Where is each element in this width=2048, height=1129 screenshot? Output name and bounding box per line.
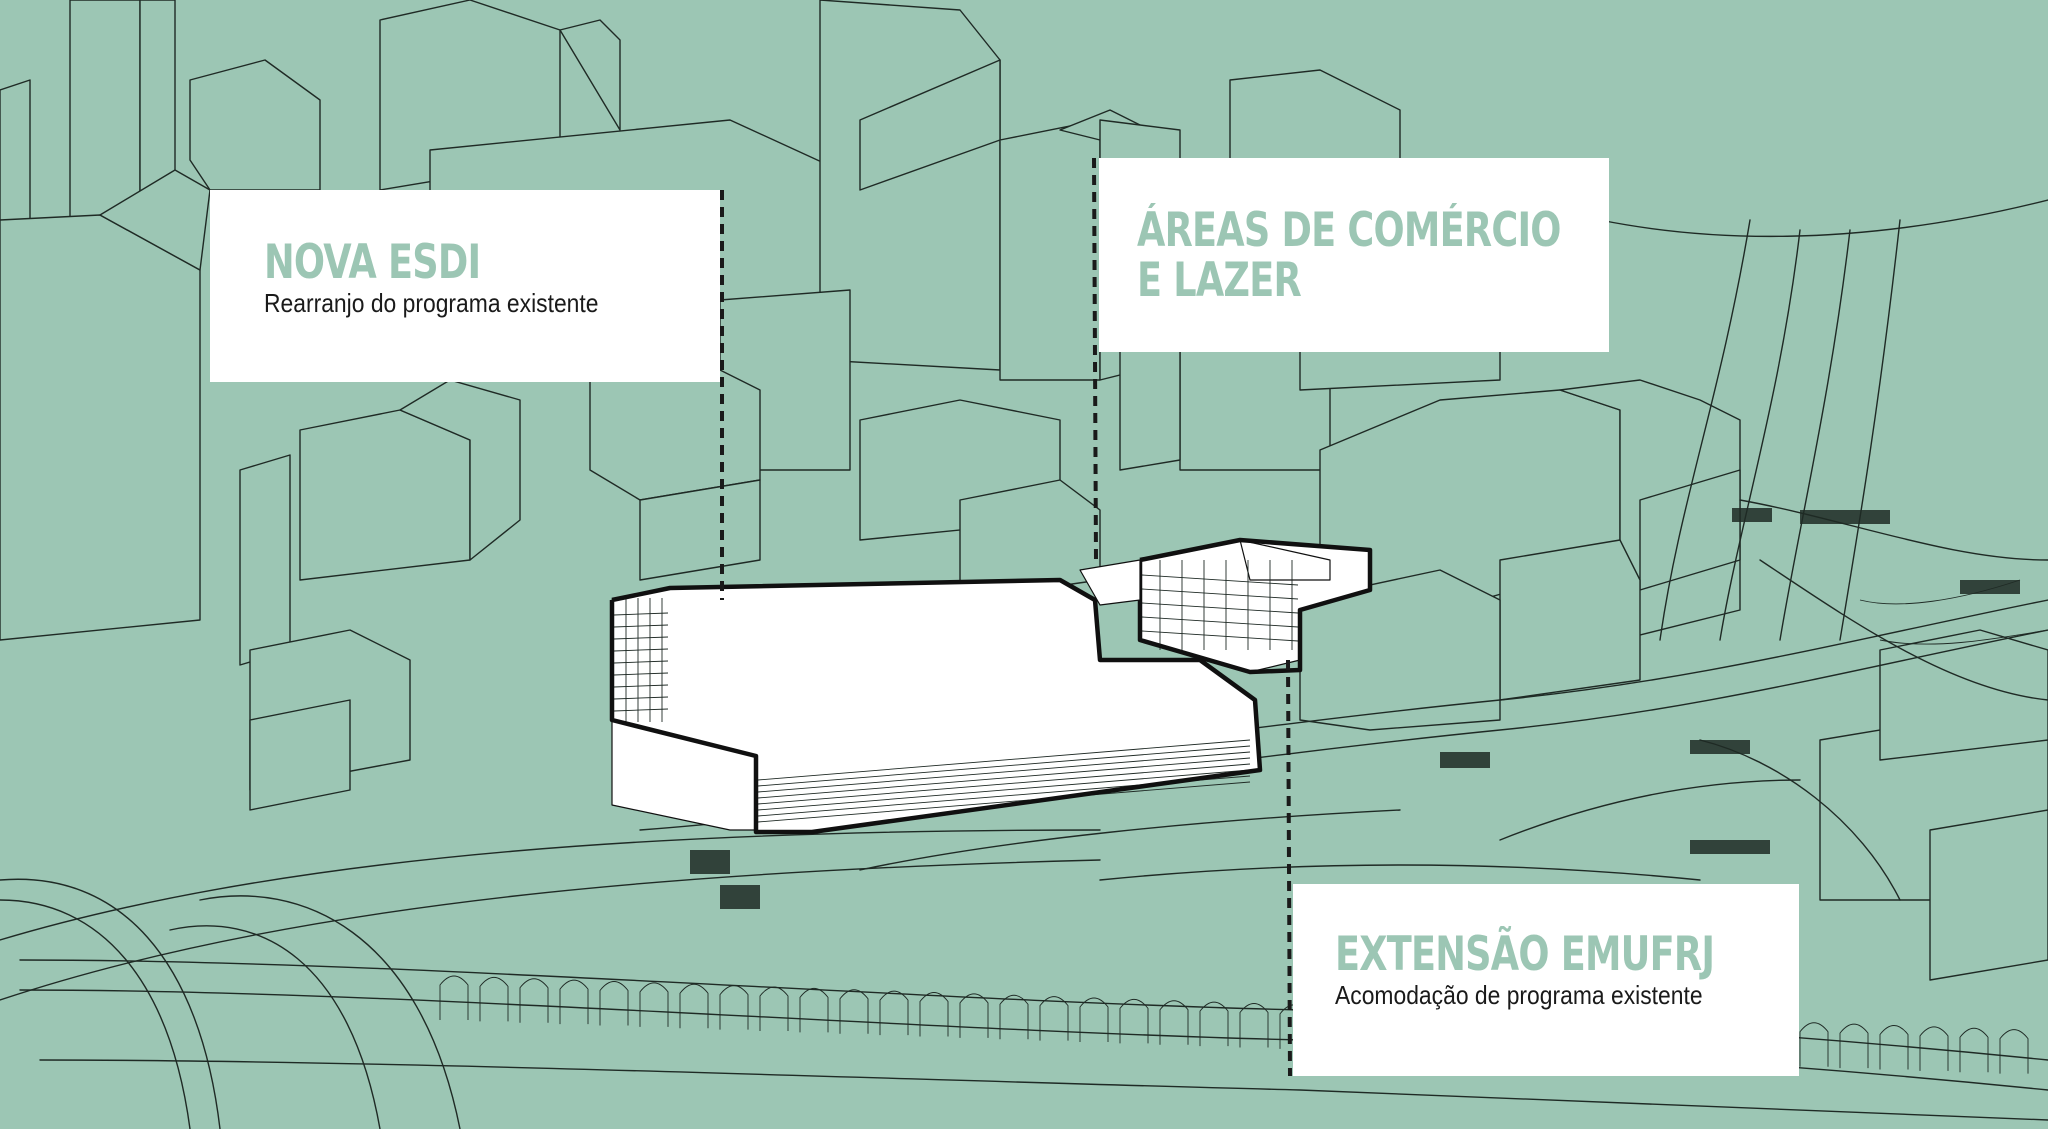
callout-title-line1: ÁREAS DE COMÉRCIO [1137, 203, 1561, 258]
callout-title: NOVA ESDI [264, 235, 481, 290]
callout-subtitle: Acomodação de programa existente [1335, 980, 1703, 1010]
callout-subtitle: Rearranjo do programa existente [264, 288, 599, 318]
callout-title: EXTENSÃO EMUFRJ [1335, 927, 1715, 982]
leader-line-emufrj [1286, 659, 1292, 1077]
callout-areas-comercio-lazer: ÁREAS DE COMÉRCIO E LAZER [1099, 158, 1609, 352]
crosswalks [690, 508, 2020, 909]
callout-nova-esdi: NOVA ESDI Rearranjo do programa existent… [210, 190, 720, 382]
callout-title-line2: E LAZER [1137, 253, 1302, 308]
project-building-esdi [609, 577, 1263, 835]
project-building-comercio [1079, 537, 1373, 675]
context-buildings-east [1299, 379, 2048, 981]
callout-extensao-emufrj: EXTENSÃO EMUFRJ Acomodação de programa e… [1293, 884, 1799, 1076]
context-buildings-northwest [0, 0, 1001, 811]
